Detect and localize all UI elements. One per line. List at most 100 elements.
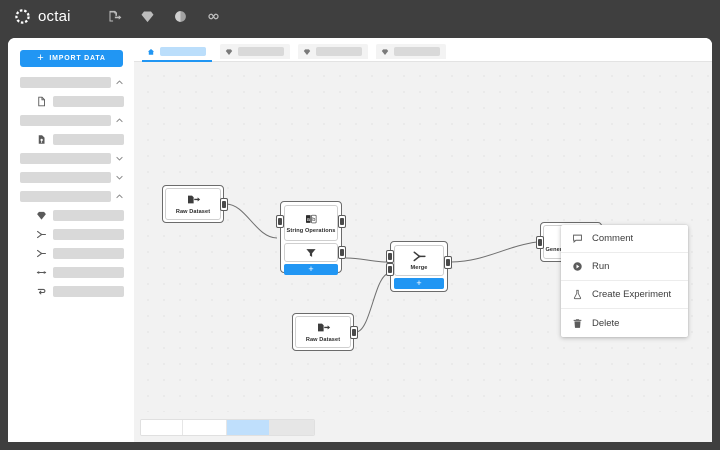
sidebar-group-2[interactable] <box>20 115 124 126</box>
tab-bar <box>134 38 712 62</box>
menu-item-delete[interactable]: Delete <box>561 309 688 337</box>
node-add-step-button[interactable]: + <box>394 278 444 289</box>
node-input-port-2[interactable] <box>386 263 394 276</box>
node-string-operations[interactable]: a b String Operations + <box>276 201 346 275</box>
tab-label-placeholder <box>394 47 440 56</box>
menu-item-comment[interactable]: Comment <box>561 225 688 253</box>
edge-raw1-to-stringops <box>225 203 278 239</box>
menu-item-create-experiment[interactable]: Create Experiment <box>561 281 688 309</box>
sidebar-group-3[interactable] <box>20 153 124 164</box>
node-add-step-button[interactable]: + <box>284 264 338 275</box>
sidebar-item-loop[interactable] <box>20 286 124 297</box>
node-input-port-1[interactable] <box>386 250 394 263</box>
pager-segment-2[interactable] <box>183 419 227 435</box>
import-data-label: IMPORT DATA <box>49 55 106 62</box>
pager-segment-1[interactable] <box>141 419 183 435</box>
diamond-icon <box>303 48 311 56</box>
data-import-icon[interactable] <box>107 9 122 24</box>
string-ab-icon: a b <box>304 212 319 227</box>
infinity-icon[interactable] <box>206 9 221 24</box>
pager-segment-3-active[interactable] <box>227 419 270 435</box>
brand-name: octai <box>38 8 71 25</box>
node-output-port-top[interactable] <box>338 215 346 228</box>
menu-item-label: Comment <box>592 233 634 244</box>
sidebar-group-label-placeholder <box>20 191 111 202</box>
sidebar-item-label-placeholder <box>53 286 124 297</box>
workflow-canvas[interactable]: Raw Dataset a b <box>134 62 712 442</box>
chevron-up-icon[interactable] <box>115 78 124 87</box>
node-raw-dataset-1[interactable]: Raw Dataset <box>162 185 228 223</box>
model-icon[interactable] <box>173 9 188 24</box>
context-menu: Comment Run Create Experiment <box>561 225 688 337</box>
flask-icon <box>572 289 583 300</box>
node-raw-dataset-2[interactable]: Raw Dataset <box>292 313 358 351</box>
sidebar-group-label-placeholder <box>20 172 111 183</box>
menu-item-label: Create Experiment <box>592 289 672 300</box>
tab-label-placeholder <box>238 47 284 56</box>
node-input-port[interactable] <box>276 215 284 228</box>
sidebar-item-label-placeholder <box>53 267 124 278</box>
loop-icon <box>36 286 47 297</box>
page-sheet: + IMPORT DATA <box>8 38 712 442</box>
menu-item-label: Run <box>592 261 610 272</box>
sidebar-group-label-placeholder <box>20 153 111 164</box>
sidebar-group-4[interactable] <box>20 172 124 183</box>
sidebar-item-merge-a[interactable] <box>20 229 124 240</box>
diamond-icon <box>225 48 233 56</box>
merge-icon <box>36 229 47 240</box>
sidebar-group-5[interactable] <box>20 191 124 202</box>
plus-icon: + <box>37 51 45 64</box>
sidebar-group-1[interactable] <box>20 77 124 88</box>
tab-3[interactable] <box>298 44 368 59</box>
tab-2[interactable] <box>220 44 290 59</box>
tab-label-placeholder <box>160 47 206 56</box>
sidebar-item-label-placeholder <box>53 210 124 221</box>
top-bar: octai <box>0 0 720 33</box>
node-body: Merge <box>394 245 444 276</box>
sidebar-item-file[interactable] <box>20 96 124 107</box>
canvas-pager[interactable] <box>140 418 315 436</box>
svg-text:b: b <box>312 217 315 223</box>
node-filter-row[interactable] <box>284 243 338 262</box>
node-input-port[interactable] <box>536 236 544 249</box>
sidebar-item-merge-b[interactable] <box>20 248 124 259</box>
main-area: Raw Dataset a b <box>134 38 712 442</box>
node-output-port[interactable] <box>444 256 452 269</box>
node-output-port[interactable] <box>350 326 358 339</box>
sidebar-tree <box>20 77 124 297</box>
brand[interactable]: octai <box>14 8 71 25</box>
pager-segment-4[interactable] <box>270 419 314 435</box>
node-output-port[interactable] <box>220 198 228 211</box>
node-merge[interactable]: Merge + <box>386 241 452 292</box>
chevron-down-icon[interactable] <box>115 173 124 182</box>
sidebar-item-link[interactable] <box>20 267 124 278</box>
diamond-icon <box>36 210 47 221</box>
diamond-icon[interactable] <box>140 9 155 24</box>
menu-item-run[interactable]: Run <box>561 253 688 281</box>
node-body: Raw Dataset <box>165 188 221 220</box>
menu-item-label: Delete <box>592 317 620 329</box>
canvas-bottom-bar <box>134 412 712 442</box>
dataset-out-icon <box>316 321 331 336</box>
tab-home[interactable] <box>142 44 212 62</box>
sidebar-group-label-placeholder <box>20 115 111 126</box>
chevron-down-icon[interactable] <box>115 154 124 163</box>
chevron-up-icon[interactable] <box>115 116 124 125</box>
link-icon <box>36 267 47 278</box>
chevron-up-icon[interactable] <box>115 192 124 201</box>
sidebar-item-diamond[interactable] <box>20 210 124 221</box>
node-body: a b String Operations <box>284 205 338 241</box>
node-output-port-bottom[interactable] <box>338 246 346 259</box>
sidebar-item-label-placeholder <box>53 229 124 240</box>
dataset-out-icon <box>186 193 201 208</box>
import-data-button[interactable]: + IMPORT DATA <box>20 50 123 67</box>
file-data-icon <box>36 134 47 145</box>
edge-merge-to-generated <box>450 241 538 263</box>
tab-4[interactable] <box>376 44 446 59</box>
sidebar-item-file-data[interactable] <box>20 134 124 145</box>
node-label: Raw Dataset <box>305 336 341 343</box>
edge-raw2-to-merge <box>355 273 388 333</box>
tab-label-placeholder <box>316 47 362 56</box>
connection-edges <box>225 203 538 333</box>
